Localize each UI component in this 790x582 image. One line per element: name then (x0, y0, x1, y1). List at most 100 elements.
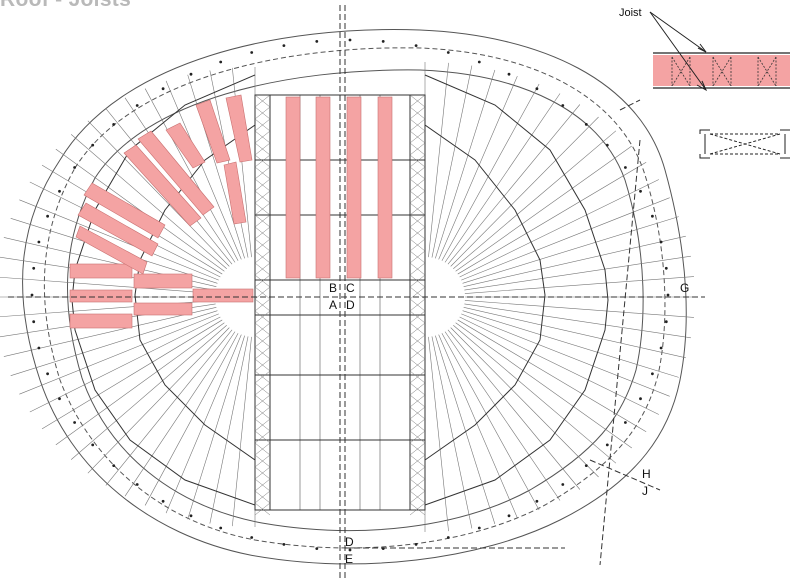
perimeter-marker (605, 443, 609, 447)
legend-joist-label: Joist (619, 7, 642, 19)
truss-web (254, 178, 271, 192)
radial-joist-line (441, 333, 540, 511)
perimeter-marker (664, 266, 668, 270)
truss-web (409, 322, 426, 336)
perimeter-marker (639, 397, 642, 401)
perimeter-marker (561, 104, 565, 107)
perimeter-marker (30, 293, 34, 297)
truss-web (254, 418, 271, 432)
radial-joist-line (41, 319, 223, 430)
radial-joist-line (87, 120, 230, 267)
truss-web (409, 418, 426, 432)
radial-joist-line (447, 329, 581, 490)
perimeter-marker (32, 320, 36, 324)
truss-web (254, 442, 271, 456)
joist-legend (649, 11, 790, 159)
perimeter-marker (584, 464, 588, 467)
grid-label-d-bottom: D (345, 535, 354, 549)
perimeter-marker (561, 483, 565, 486)
truss-web (409, 346, 426, 360)
truss-web (254, 370, 271, 384)
perimeter-marker (477, 60, 481, 64)
radial-joist-line (19, 313, 219, 395)
radial-joist-line (10, 310, 218, 376)
truss-web (254, 118, 271, 132)
perimeter-marker (659, 240, 663, 244)
perimeter-marker (58, 397, 61, 401)
truss-web (409, 238, 426, 252)
truss-web (254, 394, 271, 408)
radial-joist-line (105, 329, 233, 486)
truss-web (254, 274, 271, 288)
perimeter-marker (73, 166, 76, 169)
radial-joist-line (209, 336, 249, 524)
perimeter-marker (315, 40, 319, 43)
perimeter-marker (477, 526, 481, 530)
perimeter-marker (605, 143, 609, 147)
perimeter-marker (651, 372, 654, 376)
radial-joist-line (462, 216, 679, 284)
perimeter-marker (46, 372, 49, 376)
grid-label-d: D (346, 298, 355, 312)
truss-web (254, 238, 271, 252)
radial-joist-line (124, 331, 236, 497)
grid-label-b: B (329, 281, 338, 295)
truss-web (254, 358, 271, 372)
grid-lines (8, 5, 705, 580)
truss-web (409, 94, 426, 108)
perimeter-marker (348, 548, 352, 552)
truss-web (409, 202, 426, 216)
radial-joist-line (459, 179, 659, 278)
perimeter-marker (250, 536, 254, 539)
radial-joist-line (447, 104, 581, 265)
perimeter-marker (282, 44, 286, 47)
radial-joist-line (55, 322, 225, 446)
perimeter-marker (37, 346, 41, 350)
perimeter-marker (112, 464, 116, 467)
truss-web (409, 250, 426, 264)
radial-joist-line (461, 313, 670, 397)
perimeter-marker (664, 320, 668, 324)
grid-label-h: H (642, 467, 651, 481)
perimeter-markers (30, 38, 670, 552)
truss-web (409, 106, 426, 120)
truss-web (254, 490, 271, 504)
grid-label-e: E (345, 552, 354, 566)
truss-web (254, 94, 271, 108)
truss-web (409, 154, 426, 168)
radial-joist-line (457, 161, 647, 275)
truss-web (409, 274, 426, 288)
left-radial-joists (0, 67, 256, 527)
truss-web (254, 262, 271, 276)
truss-webs (254, 94, 426, 516)
perimeter-marker (135, 104, 139, 107)
truss-web (409, 442, 426, 456)
radial-joist-line (435, 335, 496, 525)
radial-joist-line (450, 327, 599, 478)
perimeter-marker (381, 40, 385, 43)
perimeter-marker (91, 443, 95, 447)
perimeter-marker (37, 240, 41, 244)
truss-web (254, 334, 271, 348)
truss-web (409, 226, 426, 240)
truss-web (409, 454, 426, 468)
perimeter-marker (348, 38, 352, 42)
radial-joist-line (431, 336, 473, 529)
truss-web (254, 106, 271, 120)
radial-joist-line (461, 197, 670, 281)
truss-web (254, 346, 271, 360)
truss-web (409, 166, 426, 180)
truss-web (409, 262, 426, 276)
radial-joist-line (464, 300, 694, 318)
perimeter-marker (624, 421, 627, 424)
radial-joist-line (428, 62, 449, 258)
truss-web (409, 130, 426, 144)
truss-web (254, 406, 271, 420)
radial-joist-line (453, 325, 617, 464)
truss-web (409, 502, 426, 516)
truss-web (254, 430, 271, 444)
perimeter-marker (584, 123, 588, 126)
central-bay-lines (254, 94, 426, 511)
radial-joist-line (55, 148, 225, 272)
